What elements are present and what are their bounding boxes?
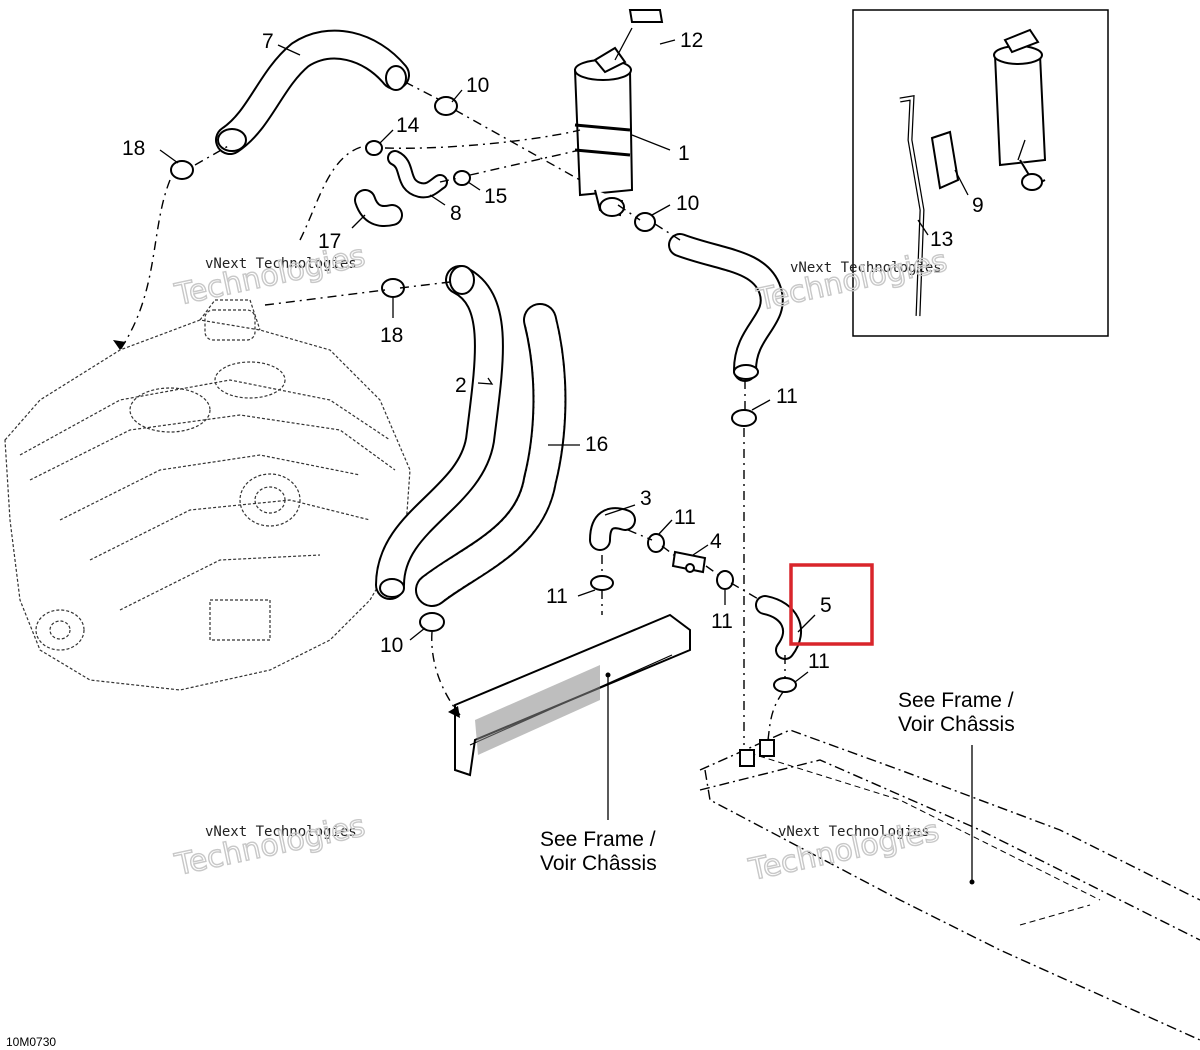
callout-11-b: 11 [546, 585, 568, 608]
callout-12: 12 [680, 29, 703, 52]
part-cap-12 [628, 9, 664, 23]
callout-18-top: 18 [122, 137, 145, 160]
watermark-company-1: vNext Technologies [205, 256, 357, 272]
assembly-lines [113, 81, 786, 745]
part-elbow-5 [755, 595, 802, 660]
clamp-10-top [434, 96, 458, 116]
part-connector-4 [671, 550, 707, 574]
callouts: 12 1 7 10 18 14 15 8 17 10 18 2 16 3 11 … [122, 29, 984, 673]
callout-16: 14 [396, 114, 420, 137]
part-hose-14 [415, 303, 567, 607]
callout-13: 13 [930, 228, 953, 251]
callout-18-mid: 18 [380, 324, 403, 347]
clamp-10-mid [634, 212, 656, 232]
watermark-company-4: vNext Technologies [778, 824, 930, 840]
watermark-company-2: vNext Technologies [790, 260, 942, 276]
callout-11-d: 11 [808, 650, 830, 673]
clamp-16 [365, 140, 383, 156]
callout-7: 7 [262, 30, 274, 53]
part-hose-right [668, 233, 784, 382]
callout-8: 8 [450, 202, 462, 225]
callout-9: 9 [972, 194, 984, 217]
callout-1: 1 [678, 142, 690, 165]
callout-10-bottom: 10 [380, 634, 403, 657]
part-elbow-15 [354, 189, 403, 228]
callout-2: 2 [455, 374, 467, 397]
callout-4: 4 [710, 530, 722, 553]
callout-15: 17 [318, 230, 341, 253]
frame-tunnel [699, 729, 1200, 1041]
clamp-11-c [716, 570, 734, 590]
inset-panel [852, 9, 1109, 337]
see-frame-note-2-line2: Voir Châssis [898, 713, 1015, 736]
part-hose-8 [387, 150, 448, 199]
part-reservoir-1 [573, 46, 634, 217]
callout-11-a: 11 [674, 506, 696, 529]
callout-17: 15 [484, 185, 507, 208]
clamp-11-d [773, 677, 797, 693]
callout-5: 5 [820, 594, 832, 617]
clamp-17 [453, 170, 471, 186]
clamp-11-a [647, 533, 665, 553]
watermark-word-3: Technologies [171, 809, 368, 884]
callout-3: 3 [640, 487, 652, 510]
highlight-box [789, 563, 874, 646]
clamp-11-b [590, 575, 614, 591]
frame-notes: See Frame / Voir Châssis See Frame / Voi… [540, 689, 1015, 875]
part-hose-7 [215, 29, 410, 155]
callout-11-right: 11 [776, 385, 798, 408]
part-heat-exchanger [454, 613, 691, 777]
see-frame-note-1-line2: Voir Châssis [540, 852, 657, 875]
leader-lines [159, 27, 1026, 885]
clamp-10-bottom [419, 612, 445, 632]
callout-10-mid: 10 [676, 192, 699, 215]
callout-14: 16 [585, 433, 608, 456]
diagram-code: 10M0730 [6, 1035, 56, 1049]
part-elbow-3 [589, 507, 636, 551]
clamp-18-top [170, 160, 194, 180]
part-hose-2 [375, 265, 504, 600]
watermark-company-3: vNext Technologies [205, 824, 357, 840]
engine-assembly [4, 299, 411, 691]
clamp-11-right [731, 409, 757, 427]
see-frame-note-2-line1: See Frame / [898, 689, 1014, 712]
see-frame-note-1-line1: See Frame / [540, 828, 656, 851]
callout-10-top: 10 [466, 74, 489, 97]
callout-11-c: 11 [711, 610, 733, 633]
